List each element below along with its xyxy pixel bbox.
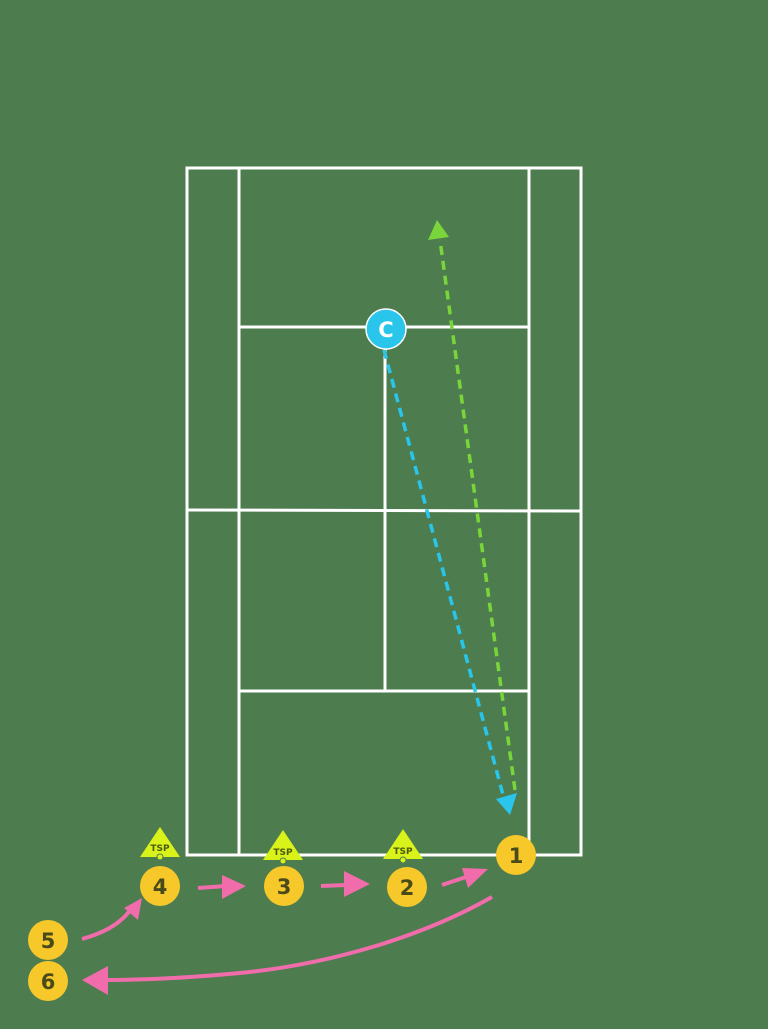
feed-arrowhead-icon — [496, 793, 517, 815]
arrowhead-icon — [222, 875, 246, 899]
player-label: 4 — [153, 875, 168, 899]
hit-arrowhead-icon — [428, 220, 449, 240]
target-cone: TSP — [263, 830, 303, 865]
rotation-arrow-3-to-2 — [320, 883, 347, 888]
cone-label: TSP — [150, 844, 170, 854]
rotation-arrow-1-to-6 — [103, 895, 493, 982]
target-cone-icon — [263, 830, 303, 860]
player-label: 2 — [400, 876, 415, 900]
cone-label: TSP — [273, 848, 293, 858]
arrowhead-icon — [124, 898, 142, 920]
rotation-arrow-5-to-4 — [81, 904, 135, 941]
target-cone-icon — [383, 829, 423, 859]
target-cone: TSP — [383, 829, 423, 864]
tennis-court — [185, 166, 583, 857]
player-6: 6 — [28, 961, 68, 1001]
rotation-arrowheads — [82, 868, 488, 995]
arrowhead-icon — [462, 868, 488, 888]
player-4: 4 — [140, 866, 180, 906]
arrowhead-icon — [344, 871, 370, 897]
player-5: 5 — [28, 920, 68, 960]
coach-feed-path — [382, 349, 517, 815]
player-label: 1 — [509, 844, 524, 868]
player-label: 6 — [41, 970, 56, 994]
player-3: 3 — [264, 866, 304, 906]
player-label: 3 — [277, 875, 292, 899]
player-hit-path — [428, 220, 517, 791]
rotation-arrow-4-to-3 — [197, 884, 227, 890]
player-1: 1 — [496, 835, 536, 875]
coach-marker: C — [365, 308, 407, 350]
target-cone: TSP — [140, 827, 180, 861]
rotation-arrow-2-to-1 — [441, 875, 467, 887]
player-label: 5 — [41, 929, 56, 953]
coach-label: C — [378, 318, 393, 342]
player-2: 2 — [387, 867, 427, 907]
target-cone-icon — [140, 827, 180, 857]
cone-label: TSP — [393, 847, 413, 857]
arrowhead-icon — [82, 966, 108, 995]
